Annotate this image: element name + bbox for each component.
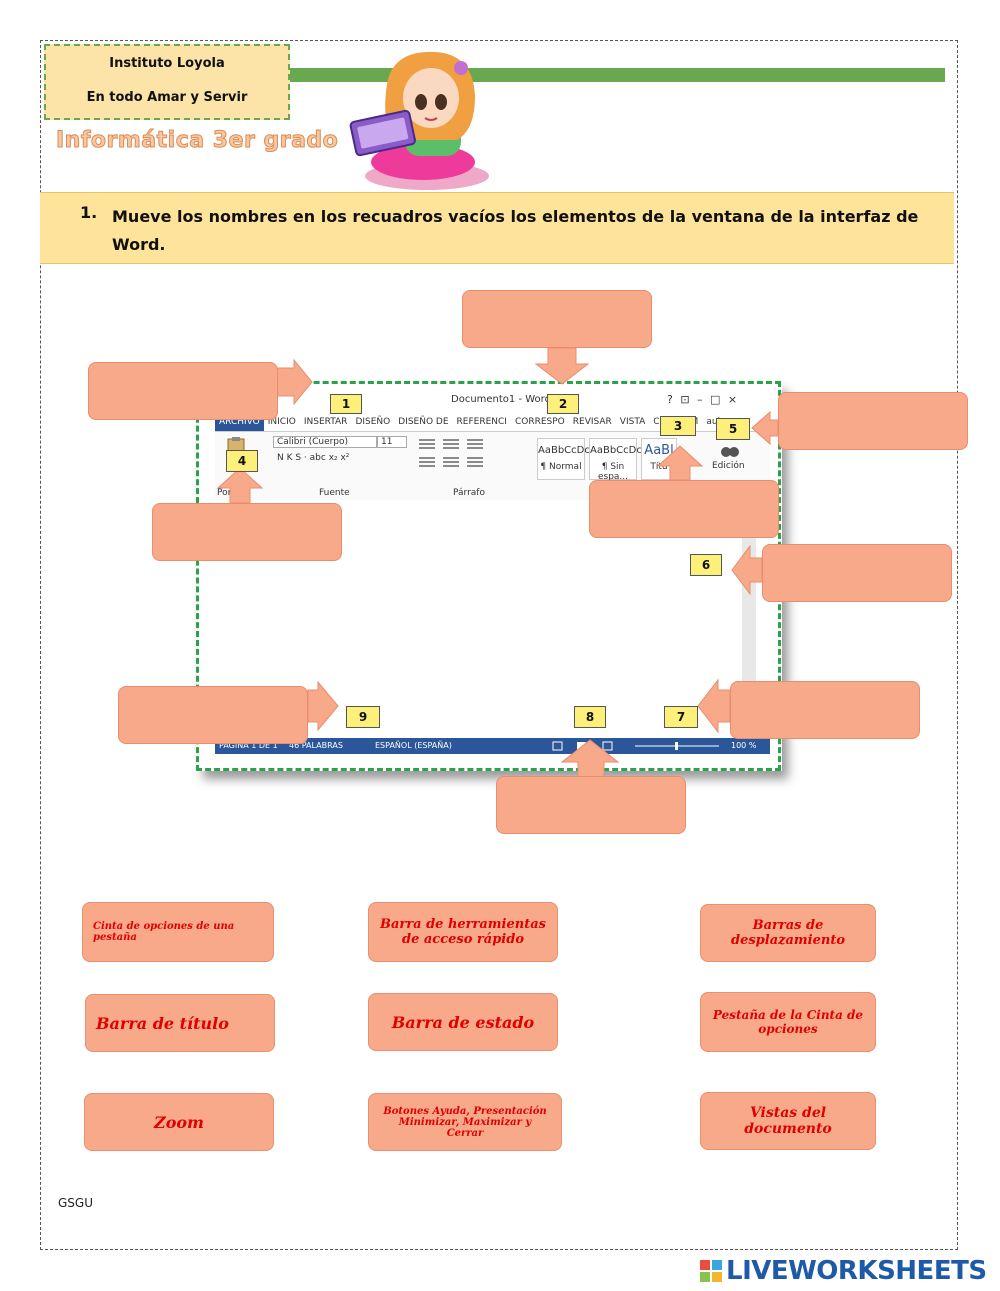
- tab-vista: VISTA: [619, 417, 646, 427]
- font-name-box: Calibri (Cuerpo): [273, 436, 377, 448]
- girl-laptop-illustration: [349, 51, 489, 190]
- font-size-box: 11: [377, 436, 407, 448]
- editing-group-label: Edición: [712, 461, 745, 471]
- arrow-left-5: [751, 410, 779, 446]
- label-zoom[interactable]: Zoom: [84, 1093, 274, 1151]
- arrow-down-2: [534, 347, 590, 385]
- drop-box-1[interactable]: [88, 362, 278, 420]
- status-words: 46 PALABRAS: [289, 741, 343, 750]
- label-barra-titulo[interactable]: Barra de título: [85, 994, 275, 1052]
- drop-box-9[interactable]: [118, 686, 308, 744]
- callout-6: 6: [690, 554, 722, 576]
- arrow-right-1: [276, 358, 313, 406]
- binoculars-icon: [721, 447, 739, 457]
- callout-7: 7: [664, 706, 698, 728]
- tab-revisar: REVISAR: [572, 417, 612, 427]
- tab-diseno: DISEÑO: [355, 417, 391, 427]
- drop-box-2[interactable]: [462, 290, 652, 348]
- arrow-up-4: [216, 467, 264, 504]
- tab-insertar: INSERTAR: [303, 417, 348, 427]
- user-name: aula: [702, 413, 729, 431]
- label-barras-desplazamiento[interactable]: Barras de desplazamiento: [700, 904, 876, 962]
- tab-referencias: REFERENCI: [456, 417, 507, 427]
- group-paragraph-label: Párrafo: [453, 488, 485, 498]
- zoom-slider: [635, 742, 719, 750]
- drop-box-8[interactable]: [496, 776, 686, 834]
- subject-title: Informática 3er grado: [55, 128, 339, 154]
- liveworksheets-brand: LIVEWORKSHEETS: [726, 1256, 987, 1286]
- author-initials: GSGU: [58, 1196, 93, 1210]
- callout-1: 1: [330, 394, 362, 414]
- arrow-up-3: [656, 445, 704, 481]
- tab-diseno-de: DISEÑO DE: [398, 417, 449, 427]
- drop-box-6[interactable]: [762, 544, 952, 602]
- paragraph-tools-icons: [419, 439, 483, 467]
- label-pestana-cinta[interactable]: Pestaña de la Cinta de opciones: [700, 992, 876, 1052]
- drop-box-5[interactable]: [778, 392, 968, 450]
- drop-box-4[interactable]: [152, 503, 342, 561]
- school-name: Instituto Loyola: [109, 56, 225, 71]
- zoom-value: 100 %: [731, 741, 757, 750]
- instruction-band: 1. Mueve los nombres en los recuadros va…: [40, 192, 954, 264]
- view-buttons-icons: [552, 741, 613, 751]
- liveworksheets-grid-icon: [700, 1260, 722, 1282]
- page-frame: [40, 40, 958, 1250]
- callout-8: 8: [574, 706, 606, 728]
- liveworksheets-logo: LIVEWORKSHEETS: [700, 1256, 987, 1286]
- window-control-buttons: ? ⊡ – □ ×: [667, 393, 740, 406]
- format-buttons: N K S · abc x₂ x²: [277, 453, 350, 463]
- label-vistas-documento[interactable]: Vistas del documento: [700, 1092, 876, 1150]
- school-header-box: Instituto Loyola En todo Amar y Servir: [44, 44, 290, 120]
- callout-2: 2: [547, 394, 579, 414]
- label-botones-ventana[interactable]: Botones Ayuda, Presentación Minimizar, M…: [368, 1093, 562, 1151]
- drop-box-7[interactable]: [730, 681, 920, 739]
- label-barra-estado[interactable]: Barra de estado: [368, 993, 558, 1051]
- label-cinta-opciones[interactable]: Cinta de opciones de una pestaña: [82, 902, 274, 962]
- style-normal: AaBbCcDc¶ Normal: [537, 438, 590, 480]
- tab-inicio: INICIO: [267, 417, 296, 427]
- school-motto: En todo Amar y Servir: [86, 90, 248, 105]
- arrow-left-6: [731, 544, 763, 596]
- instruction-number: 1.: [80, 203, 98, 222]
- tab-correspondencia: CORRESPO: [514, 417, 565, 427]
- status-page: PÁGINA 1 DE 1: [219, 741, 278, 750]
- group-font-label: Fuente: [319, 488, 350, 498]
- instruction-text: Mueve los nombres en los recuadros vacío…: [112, 207, 919, 254]
- drop-box-3[interactable]: [589, 480, 779, 538]
- label-barra-acceso-rapido[interactable]: Barra de herramientas de acceso rápido: [368, 902, 558, 962]
- status-language: ESPAÑOL (ESPAÑA): [375, 741, 452, 750]
- arrow-right-9: [307, 680, 339, 732]
- group-paste-label: Por: [217, 488, 232, 498]
- callout-5: 5: [716, 418, 750, 440]
- document-title: Documento1 - Word: [451, 394, 551, 405]
- arrow-up-8: [560, 739, 620, 779]
- callout-4: 4: [226, 450, 258, 472]
- status-bar: PÁGINA 1 DE 1 46 PALABRAS ESPAÑOL (ESPAÑ…: [215, 738, 770, 754]
- arrow-left-7: [697, 678, 731, 734]
- callout-3: 3: [660, 416, 696, 436]
- style-sin-espaciado: AaBbCcDc¶ Sin espa...: [589, 438, 642, 482]
- callout-9: 9: [346, 706, 380, 728]
